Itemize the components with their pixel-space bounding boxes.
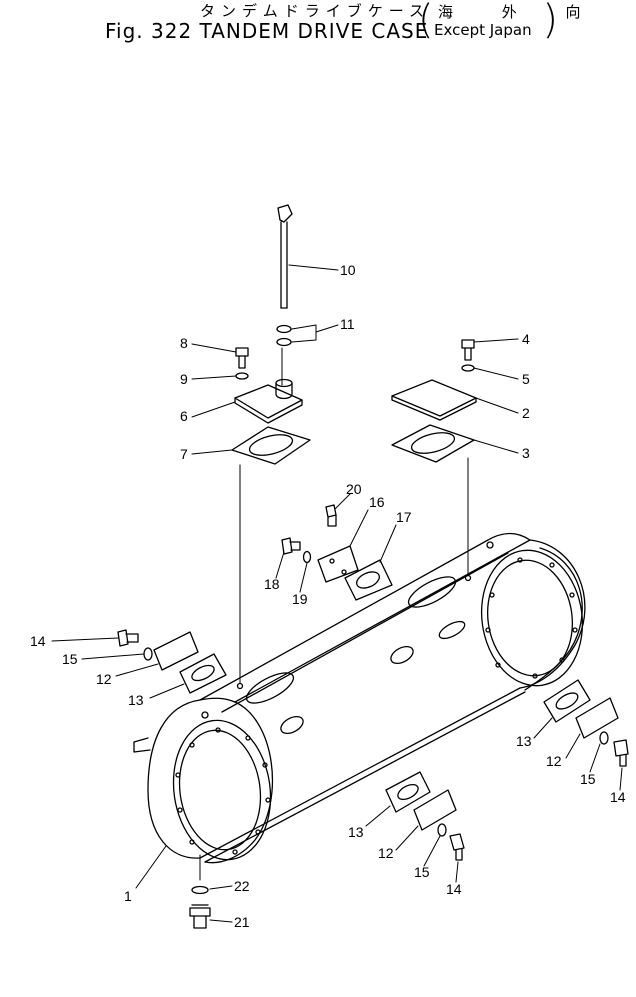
callout-12-bottom: 12 xyxy=(378,845,394,861)
callout-14-bottom: 14 xyxy=(446,881,462,897)
callout-16: 16 xyxy=(369,494,385,510)
callout-14-right: 14 xyxy=(610,789,626,805)
leader-lines xyxy=(51,264,623,923)
cover-plate-part-2 xyxy=(391,379,477,421)
figure-title: Fig. 322 TANDEM DRIVE CASE xyxy=(105,19,429,43)
cover-part-12-left xyxy=(153,631,199,671)
callout-9: 9 xyxy=(180,371,188,387)
callout-20: 20 xyxy=(346,481,362,497)
drain-plug-part-21 xyxy=(189,904,211,929)
qualifier-english: Except Japan xyxy=(434,21,532,39)
callout-8: 8 xyxy=(180,335,188,351)
callout-7: 7 xyxy=(180,446,188,462)
bolt-part-14-bottom xyxy=(449,833,465,861)
cover-plate-part-6 xyxy=(234,378,303,424)
callout-6: 6 xyxy=(180,408,188,424)
callout-22: 22 xyxy=(234,878,250,894)
bolt-part-14-right xyxy=(613,739,629,767)
bolt-part-14-left xyxy=(117,629,139,647)
o-ring-part-22 xyxy=(191,885,209,895)
callout-3: 3 xyxy=(522,445,530,461)
cover-part-12-right xyxy=(575,697,619,739)
callout-13-bottom: 13 xyxy=(348,824,364,840)
washer-part-5 xyxy=(461,364,475,372)
o-rings-part-11 xyxy=(276,324,292,347)
gasket-part-13-bottom xyxy=(385,771,431,813)
callout-12-right: 12 xyxy=(546,753,562,769)
callout-17: 17 xyxy=(396,509,412,525)
callout-12-left: 12 xyxy=(96,671,112,687)
callout-15-right: 15 xyxy=(580,771,596,787)
washer-part-15-left xyxy=(143,647,153,661)
cover-part-12-bottom xyxy=(413,789,457,831)
cover-plate-part-16 xyxy=(317,545,359,583)
callout-10: 10 xyxy=(340,262,356,278)
plug-part-20 xyxy=(325,504,337,527)
callout-14-left: 14 xyxy=(30,633,46,649)
gasket-part-13-right xyxy=(543,679,591,723)
title-japanese: タンデムドライブケース xyxy=(200,2,430,20)
callout-19: 19 xyxy=(292,591,308,607)
callout-11: 11 xyxy=(340,316,355,332)
qualifier-japanese: 海 外 向 xyxy=(438,3,603,21)
washer-part-9 xyxy=(235,372,249,380)
callout-1: 1 xyxy=(124,888,132,904)
title-qualifier: ( 海 外 向 Except Japan ) xyxy=(418,0,581,44)
callout-13-right: 13 xyxy=(516,733,532,749)
callout-21: 21 xyxy=(234,914,250,930)
gasket-part-17 xyxy=(344,559,393,601)
dipstick-part-10 xyxy=(277,204,293,309)
callout-5: 5 xyxy=(522,371,530,387)
callout-4: 4 xyxy=(522,331,530,347)
callout-15-bottom: 15 xyxy=(414,864,430,880)
washer-part-15-bottom xyxy=(437,823,447,837)
callout-18: 18 xyxy=(264,576,280,592)
left-paren: ( xyxy=(418,0,434,43)
bolt-part-18 xyxy=(281,537,301,555)
assembly-guide-lines xyxy=(199,347,469,881)
bolt-part-4 xyxy=(461,339,475,361)
washer-part-19 xyxy=(302,550,312,564)
right-paren: ) xyxy=(542,0,558,43)
washer-part-15-right xyxy=(599,731,609,745)
gasket-part-13-left xyxy=(179,653,227,694)
part-callouts: 10 11 8 9 6 7 4 5 2 3 20 16 17 18 19 14 … xyxy=(30,262,626,930)
callout-2: 2 xyxy=(522,405,530,421)
tandem-drive-case-body xyxy=(133,532,586,864)
gasket-part-3 xyxy=(391,424,475,463)
callout-15-left: 15 xyxy=(62,651,78,667)
bolt-part-8 xyxy=(235,347,249,369)
callout-13-left: 13 xyxy=(128,692,144,708)
gasket-part-7 xyxy=(231,426,311,465)
